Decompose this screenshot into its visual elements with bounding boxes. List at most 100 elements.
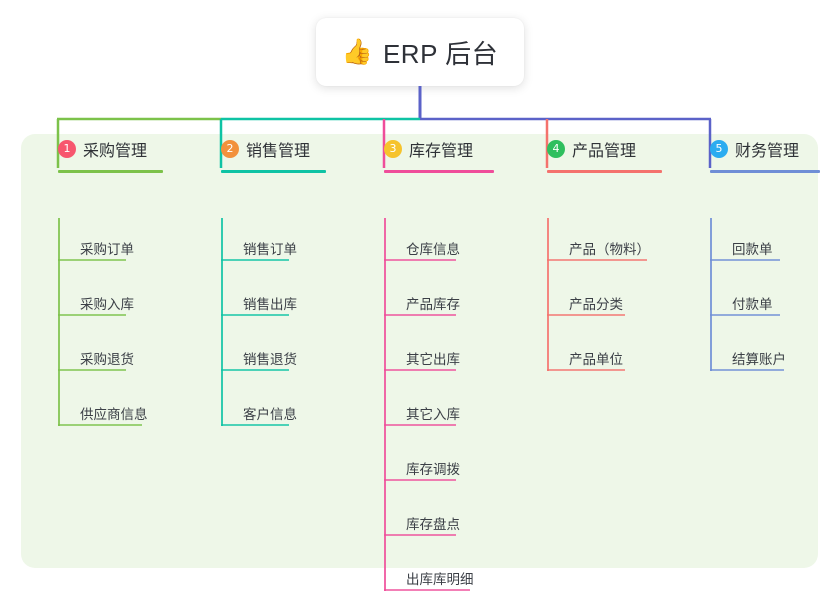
branch-item-underline <box>384 534 456 536</box>
branch-header-underline <box>547 170 662 173</box>
branch-header-2[interactable]: 2 销售管理 <box>203 134 333 176</box>
branch-header-5[interactable]: 5 财务管理 <box>692 134 820 176</box>
branch-item-underline <box>384 314 456 316</box>
branch-item[interactable]: 产品分类 <box>547 293 629 323</box>
branch-item-label: 采购订单 <box>80 242 134 257</box>
branch-item-label: 出库库明细 <box>406 572 474 587</box>
branch-header-1[interactable]: 1 采购管理 <box>40 134 170 176</box>
branch-column-1: 1 采购管理采购订单采购入库采购退货供应商信息 <box>40 134 170 426</box>
branch-item-underline <box>547 314 625 316</box>
branch-item-underline <box>547 259 647 261</box>
branch-item-label: 库存盘点 <box>406 517 460 532</box>
branch-item-underline <box>221 369 289 371</box>
branch-header-4[interactable]: 4 产品管理 <box>529 134 669 176</box>
branch-item-underline <box>384 369 456 371</box>
branch-item-label: 产品库存 <box>406 297 460 312</box>
branch-badge-2: 2 <box>221 140 239 158</box>
branch-item[interactable]: 采购订单 <box>58 238 134 268</box>
branch-header-row: 2 销售管理 <box>203 134 333 164</box>
root-node-title: ERP 后台 <box>382 38 499 69</box>
branch-spine <box>221 218 223 426</box>
branch-item[interactable]: 出库库明细 <box>384 568 474 598</box>
branch-header-row: 1 采购管理 <box>40 134 170 164</box>
branch-badge-1: 1 <box>58 140 76 158</box>
branch-item[interactable]: 销售出库 <box>221 293 297 323</box>
branch-item-label: 仓库信息 <box>406 242 460 257</box>
branch-item[interactable]: 结算账户 <box>710 348 788 378</box>
branch-badge-4: 4 <box>547 140 565 158</box>
branch-item-underline <box>710 369 784 371</box>
branch-item[interactable]: 仓库信息 <box>384 238 460 268</box>
branch-title-1: 采购管理 <box>83 143 148 160</box>
branch-item[interactable]: 销售退货 <box>221 348 297 378</box>
branch-item-label: 库存调拨 <box>406 462 460 477</box>
branch-badge-5: 5 <box>710 140 728 158</box>
branch-item[interactable]: 采购退货 <box>58 348 134 378</box>
branch-item-label: 产品单位 <box>569 352 623 367</box>
branch-title-4: 产品管理 <box>572 143 637 160</box>
branch-item-underline <box>710 259 780 261</box>
branch-item-label: 其它出库 <box>406 352 460 367</box>
branch-header-underline <box>58 170 163 173</box>
branch-item-label: 其它入库 <box>406 407 460 422</box>
branch-item-underline <box>710 314 780 316</box>
branch-item[interactable]: 供应商信息 <box>58 403 148 433</box>
branch-item[interactable]: 其它出库 <box>384 348 460 378</box>
branch-header-row: 4 产品管理 <box>529 134 669 164</box>
branch-item-underline <box>384 259 456 261</box>
thumbs-up-icon: 👍 <box>341 37 373 66</box>
branch-item-label: 销售退货 <box>243 352 297 367</box>
branch-spine <box>58 218 60 426</box>
branch-column-4: 4 产品管理产品（物料） 产品分类产品单位 <box>529 134 669 371</box>
branch-spine <box>547 218 549 371</box>
branch-header-row: 5 财务管理 <box>692 134 818 164</box>
branch-title-5: 财务管理 <box>735 143 800 160</box>
branch-item-label: 销售订单 <box>243 242 297 257</box>
branch-item[interactable]: 其它入库 <box>384 403 460 433</box>
branch-item[interactable]: 销售订单 <box>221 238 297 268</box>
branch-item-label: 客户信息 <box>243 407 297 422</box>
root-node-card[interactable]: 👍 ERP 后台 <box>316 18 524 86</box>
branch-item-underline <box>58 369 126 371</box>
branch-header-underline <box>221 170 326 173</box>
branch-item-label: 结算账户 <box>732 352 786 367</box>
branch-item[interactable]: 回款单 <box>710 238 784 268</box>
branch-item-underline <box>384 424 456 426</box>
branch-column-2: 2 销售管理销售订单销售出库销售退货客户信息 <box>203 134 333 426</box>
branch-item[interactable]: 付款单 <box>710 293 784 323</box>
diagram-panel <box>21 134 818 568</box>
branch-item-underline <box>221 424 289 426</box>
branch-item-label: 采购入库 <box>80 297 134 312</box>
branch-item-underline <box>384 589 470 591</box>
branch-item-label: 销售出库 <box>243 297 297 312</box>
branch-item[interactable]: 产品（物料） <box>547 238 651 268</box>
branch-item-label: 供应商信息 <box>80 407 148 422</box>
branch-item[interactable]: 客户信息 <box>221 403 297 433</box>
branch-item[interactable]: 库存调拨 <box>384 458 460 488</box>
branch-item-label: 产品（物料） <box>569 242 650 257</box>
branch-item-label: 回款单 <box>732 242 773 257</box>
branch-column-5: 5 财务管理回款单付款单结算账户 <box>692 134 820 371</box>
branch-item[interactable]: 库存盘点 <box>384 513 460 543</box>
branch-item-underline <box>221 314 289 316</box>
branch-item-underline <box>58 314 126 316</box>
branch-columns: 1 采购管理采购订单采购入库采购退货供应商信息 2 销售管理销售订单销售出库销售退货客… <box>0 134 839 591</box>
branch-title-3: 库存管理 <box>409 143 474 160</box>
branch-item[interactable]: 产品库存 <box>384 293 460 323</box>
branch-item-label: 付款单 <box>732 297 773 312</box>
branch-item-label: 采购退货 <box>80 352 134 367</box>
branch-item-label: 产品分类 <box>569 297 623 312</box>
branch-spine <box>710 218 712 371</box>
root-node-content: 👍 ERP 后台 <box>342 34 498 71</box>
branch-title-2: 销售管理 <box>246 143 311 160</box>
branch-item[interactable]: 产品单位 <box>547 348 629 378</box>
branch-item-underline <box>221 259 289 261</box>
branch-item-underline <box>58 259 126 261</box>
branch-item[interactable]: 采购入库 <box>58 293 134 323</box>
branch-header-underline <box>384 170 494 173</box>
branch-item-underline <box>58 424 142 426</box>
